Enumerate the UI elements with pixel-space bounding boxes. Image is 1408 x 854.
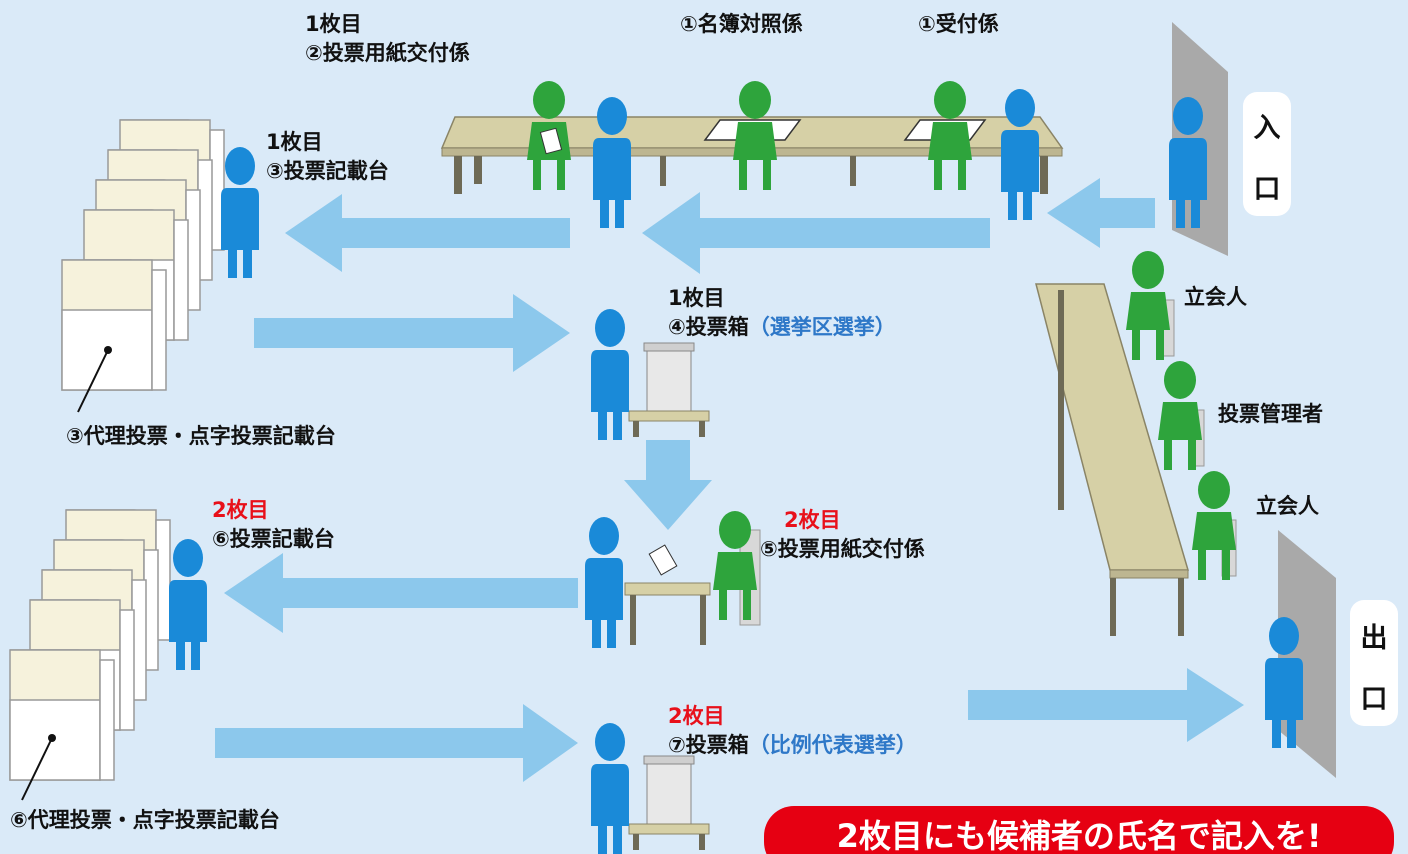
label-registry-check: ①名簿対照係 <box>680 12 803 36</box>
ballot-box-first <box>628 342 710 438</box>
role-text: ⑦投票箱（比例代表選挙） <box>668 733 917 757</box>
exit-sign: 出 口 <box>1350 600 1398 726</box>
ballot-box-second <box>628 755 710 851</box>
count-text: 2枚目 <box>784 508 841 532</box>
count-text: 2枚目 <box>668 704 725 728</box>
voting-booths-second <box>9 509 171 801</box>
reminder-banner: 2枚目にも候補者の氏名で記入を! <box>764 806 1394 854</box>
label-manager: 投票管理者 <box>1218 402 1323 426</box>
label-second-proxy-desk: ⑥代理投票・点字投票記載台 <box>10 808 280 832</box>
exit-char-1: 出 <box>1360 623 1388 654</box>
label-second-desk: 2枚目 ⑥投票記載台 <box>212 496 335 554</box>
count-text: 1枚目 <box>305 12 362 36</box>
staff-figure-second-issue <box>713 511 757 620</box>
role-text: ⑥投票記載台 <box>212 527 335 551</box>
exit-char-2: 口 <box>1360 684 1388 715</box>
entrance-char-1: 入 <box>1253 113 1281 144</box>
election-type-text: （選挙区選挙） <box>748 315 896 339</box>
first-ballot-paper <box>539 127 563 155</box>
entrance-sign: 入 口 <box>1243 92 1291 216</box>
voting-booths-first <box>61 119 225 413</box>
role-text: ⑤投票用紙交付係 <box>760 537 925 561</box>
entrance-char-2: 口 <box>1253 174 1281 205</box>
count-text: 2枚目 <box>212 498 269 522</box>
election-type-text: （比例代表選挙） <box>748 733 917 757</box>
label-first-issue: 1枚目 ②投票用紙交付係 <box>305 10 470 68</box>
role-text: ②投票用紙交付係 <box>305 41 470 65</box>
count-text: 1枚目 <box>668 286 725 310</box>
label-reception: ①受付係 <box>918 12 999 36</box>
role-text: ③投票記載台 <box>266 159 389 183</box>
role-text: ④投票箱（選挙区選挙） <box>668 315 896 339</box>
label-first-proxy-desk: ③代理投票・点字投票記載台 <box>66 424 336 448</box>
label-first-box: 1枚目 ④投票箱（選挙区選挙） <box>668 284 896 342</box>
label-witness-top: 立会人 <box>1184 285 1247 309</box>
flow-arrows <box>215 178 1244 782</box>
label-witness-bottom: 立会人 <box>1256 494 1319 518</box>
label-second-box: 2枚目 ⑦投票箱（比例代表選挙） <box>668 702 917 760</box>
label-first-desk: 1枚目 ③投票記載台 <box>266 128 389 186</box>
label-second-issue: 2枚目 ⑤投票用紙交付係 <box>760 506 925 564</box>
officials-table <box>1035 283 1190 636</box>
second-ballot-paper <box>648 544 678 576</box>
count-text: 1枚目 <box>266 130 323 154</box>
